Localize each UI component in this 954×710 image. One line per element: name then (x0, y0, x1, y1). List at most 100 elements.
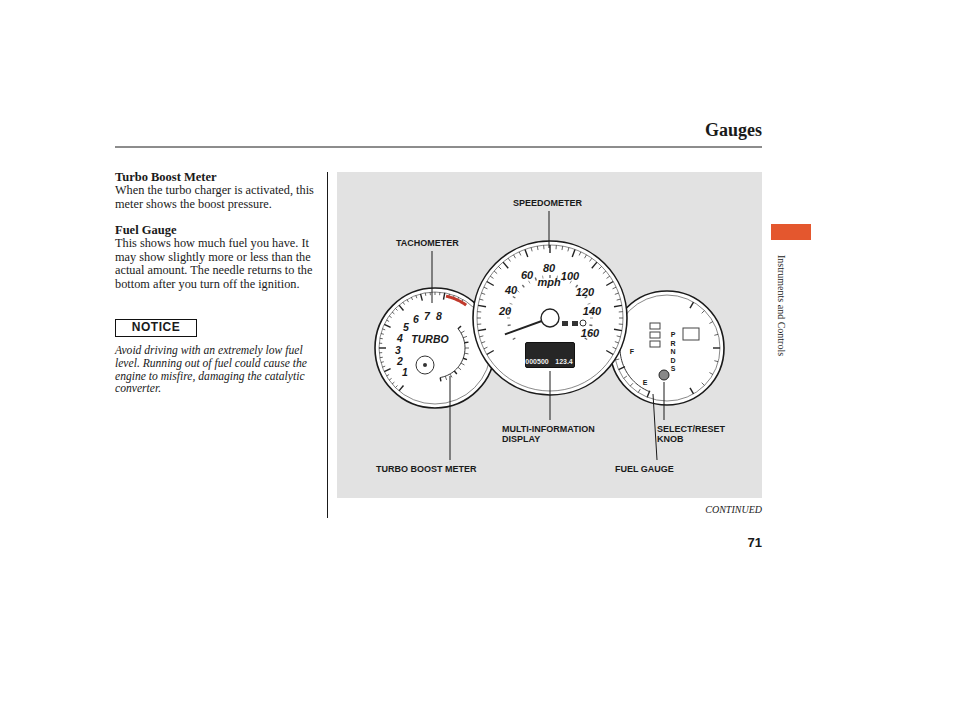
tick-mark (702, 311, 705, 314)
tick-mark (445, 376, 446, 380)
tick-mark (382, 366, 385, 367)
tick-mark (607, 276, 610, 278)
tick-mark (690, 388, 694, 394)
tick-mark (603, 271, 606, 274)
tick-mark (690, 302, 694, 308)
tick-mark (714, 361, 718, 362)
needle-hub (423, 363, 427, 367)
dial-number: 80 (543, 262, 555, 275)
continued-note: CONTINUED (705, 504, 762, 515)
tick-mark (615, 342, 619, 343)
tick-mark (381, 333, 384, 335)
tick-mark (478, 329, 486, 330)
notice-text: Avoid driving with an extremely low fuel… (115, 345, 327, 396)
header-rule (115, 147, 762, 148)
dial-number: 60 (521, 269, 533, 282)
indicator-lamp (572, 321, 578, 326)
indicator-lamp (562, 321, 568, 326)
section-heading: Fuel Gauge (115, 224, 176, 238)
tick-mark (503, 262, 508, 268)
fuel-arc (620, 332, 649, 392)
body-text: This shows how much fuel you have. It ma… (115, 237, 327, 291)
tick-mark (494, 271, 497, 274)
tick-mark (403, 302, 405, 304)
needle-hub (541, 309, 559, 327)
callout-label: SPEEDOMETER (513, 198, 582, 208)
gauge-bezel (473, 241, 627, 395)
dial-number: 5 (403, 321, 409, 333)
boost-subdial (416, 356, 434, 374)
tick-group (614, 302, 720, 397)
gauge-bezel (610, 291, 724, 405)
callout-label: TURBO BOOST METER (376, 464, 477, 474)
tick-mark (624, 376, 627, 378)
tick-mark (529, 281, 531, 284)
tick-mark (572, 249, 575, 257)
callout-label: FUEL GAUGE (615, 464, 674, 474)
indicator-lamp (580, 320, 586, 326)
dial-number: 6 (413, 313, 419, 325)
tick-mark (440, 378, 442, 382)
gauge-rim (614, 295, 720, 401)
tick-mark (379, 347, 386, 348)
tick-mark (549, 245, 550, 253)
tick-mark (487, 351, 494, 355)
dial-number: 20 (499, 305, 511, 318)
display-reading: 000500 (525, 358, 548, 366)
tick-mark (384, 369, 390, 372)
tick-mark (379, 352, 382, 353)
dial-letter: D (670, 356, 675, 364)
display-reading: 123.4 (555, 358, 573, 366)
tick-mark (617, 330, 624, 332)
tick-mark (498, 266, 501, 269)
tick-mark (702, 383, 705, 386)
dial-number: 160 (581, 327, 599, 340)
warning-lamp (650, 341, 660, 347)
redline-arc (446, 296, 466, 305)
tick-mark (714, 334, 718, 335)
tick-mark (416, 295, 417, 298)
tick-mark (481, 342, 485, 343)
tick-mark (478, 305, 486, 306)
tick-mark (461, 331, 464, 333)
tick-mark (487, 282, 494, 286)
tick-mark (590, 318, 593, 319)
figure-panel: 12345678TURBO000500123.42040608010012014… (337, 172, 762, 498)
leader-line (549, 211, 550, 248)
dial-number: 8 (436, 310, 442, 322)
tick-mark (556, 245, 557, 249)
tick-mark (507, 318, 510, 319)
notice-box: NOTICE (115, 319, 197, 337)
dial-number: TURBO (411, 333, 448, 345)
tick-mark (395, 308, 397, 310)
tick-mark (425, 293, 427, 296)
tick-group (477, 245, 623, 355)
tick-mark (613, 347, 617, 349)
tick-mark (561, 246, 563, 250)
select-reset-knob (659, 370, 669, 380)
tick-mark (380, 338, 383, 340)
tick-mark (392, 312, 394, 314)
tick-mark (617, 336, 621, 337)
body-text: When the turbo charger is activated, thi… (115, 184, 327, 211)
tick-mark (479, 336, 483, 337)
tick-mark (599, 266, 602, 269)
tick-mark (379, 343, 382, 344)
tick-mark (411, 297, 412, 300)
dial-letter: S (671, 365, 676, 373)
multi-information-display: 000500 123.4 (525, 342, 575, 368)
dial-number: 7 (424, 310, 430, 322)
tick-mark (590, 258, 592, 261)
tick-mark (450, 374, 452, 377)
leader-line (664, 382, 665, 420)
dial-number: 4 (397, 332, 403, 344)
tick-mark (399, 386, 403, 391)
tick-group (379, 292, 469, 391)
dial-number: 3 (395, 344, 401, 356)
tick-mark (585, 255, 587, 258)
tick-mark (395, 385, 397, 387)
leader-line (653, 394, 657, 460)
tick-mark (444, 293, 445, 300)
tick-mark (389, 378, 391, 380)
tick-mark (619, 311, 623, 312)
